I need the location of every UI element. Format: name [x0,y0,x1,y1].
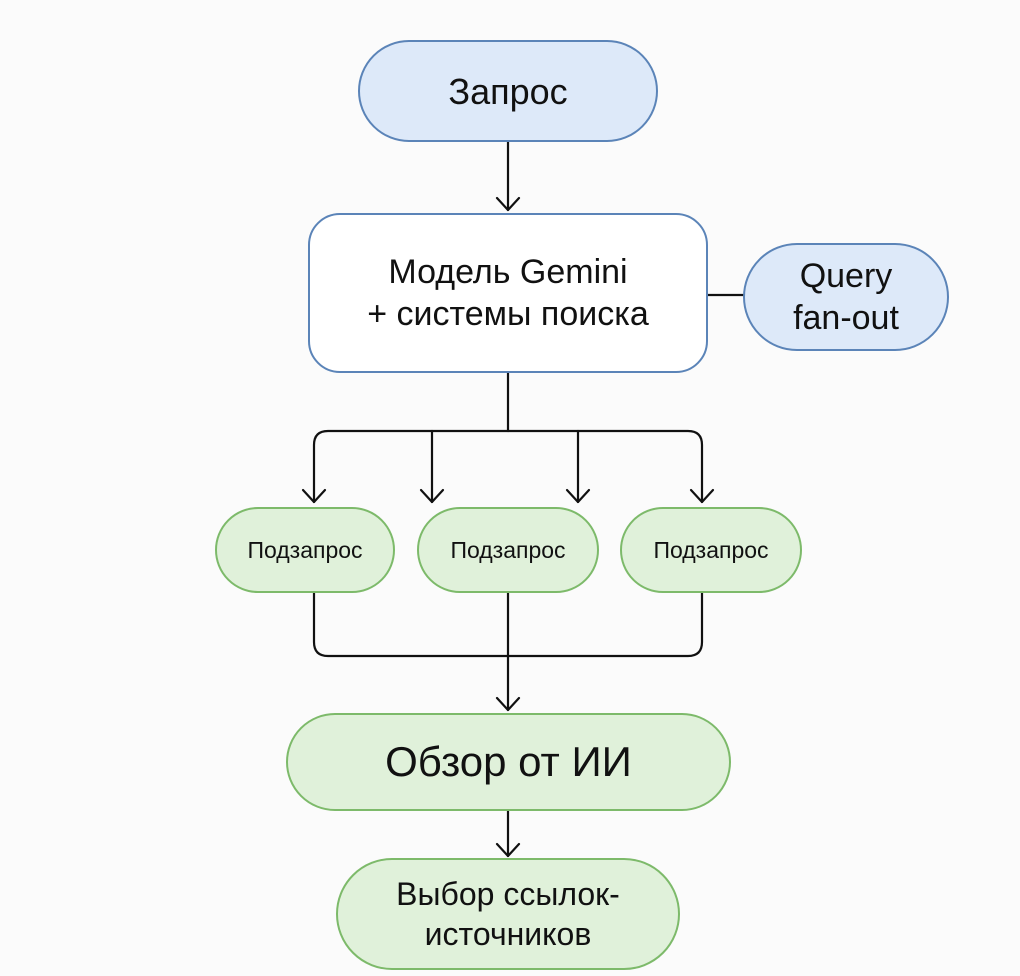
node-model-line-1: Модель Gemini [388,252,628,291]
node-ai-overview: Обзор от ИИ [286,713,731,811]
node-query-label: Запрос [448,70,568,112]
node-fanout-line-2: fan-out [793,299,899,337]
node-subquery-2: Подзапрос [417,507,599,593]
node-select-line-1: Выбор ссылок- [396,876,620,912]
node-select-line-2: источников [424,916,592,952]
node-fanout-line-1: Query [799,256,893,295]
arrowhead [495,196,521,212]
node-subquery-label: Подзапрос [653,536,769,563]
node-query-fan-out: Query fan-out [743,243,949,351]
node-subquery-label: Подзапрос [450,536,566,563]
node-subquery-3: Подзапрос [620,507,802,593]
arrowhead [419,488,445,504]
node-model-line-2: + системы поиска [367,295,649,333]
arrowhead [495,696,521,712]
edge-fanout-bar [312,429,704,504]
node-subquery-1: Подзапрос [215,507,395,593]
arrowhead [301,488,327,504]
node-gemini-model: Модель Gemini + системы поиска [308,213,708,373]
node-subquery-label: Подзапрос [247,536,363,563]
arrowhead [495,842,521,858]
node-query: Запрос [358,40,658,142]
arrowhead [565,488,591,504]
arrowhead [689,488,715,504]
node-overview-label: Обзор от ИИ [385,737,632,785]
node-select-source-links: Выбор ссылок- источников [336,858,680,970]
